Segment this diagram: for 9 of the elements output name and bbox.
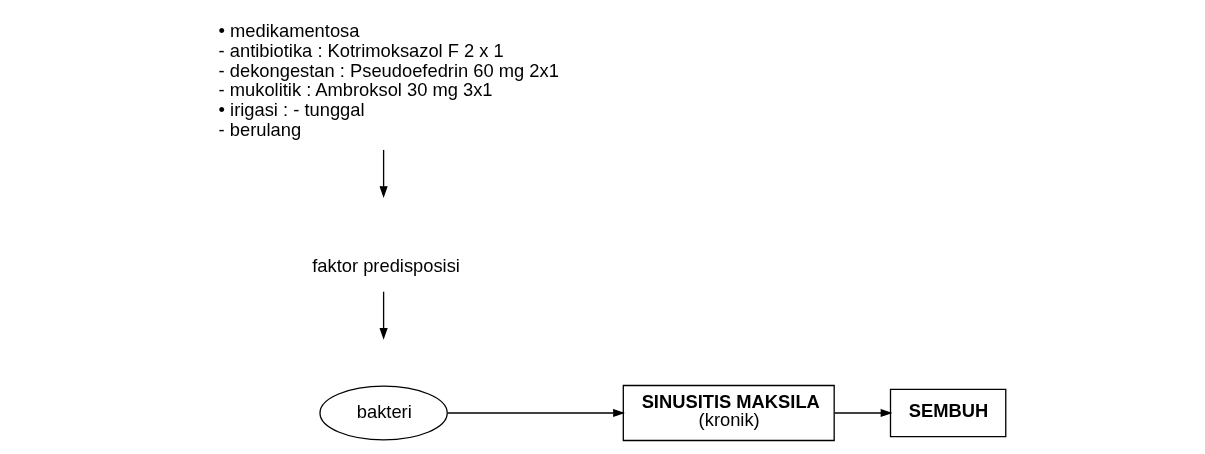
arrow — [833, 408, 892, 418]
node-box: SINUSITIS MAKSILA (kronik) — [622, 384, 835, 442]
arrow — [446, 408, 625, 418]
node-text: faktor predisposisi — [311, 255, 460, 277]
arrow — [378, 291, 388, 340]
node-ellipse: bakteri — [318, 385, 448, 441]
node-box: SEMBUH — [889, 388, 1006, 438]
arrow — [378, 149, 388, 198]
node-text: • medikamentosa - antibiotika : Kotrimoksazol F 2 x 1 - dekongestan : Pseudoefedrin 60 mg 2x1 - mukolitik : Ambroksol 30 mg 3x1 • irigasi : - tunggal - berulang — [218, 20, 559, 140]
